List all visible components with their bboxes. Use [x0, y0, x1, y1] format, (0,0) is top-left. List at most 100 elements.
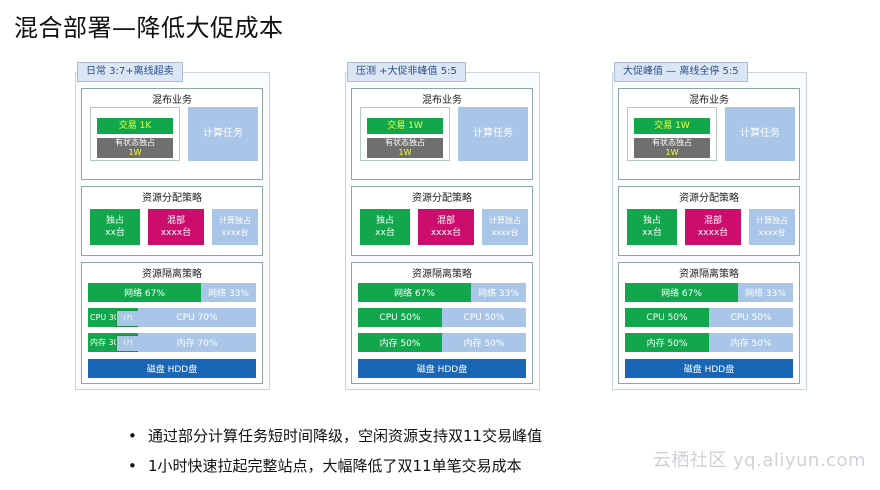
scenario-panel-2: 压测 +大促非峰值 5:5 混布业务 交易 1W 有状态独占 1W 计算任务 资… — [345, 62, 540, 390]
stateful-label: 有状态独占 — [115, 138, 155, 147]
memory-online-segment: 内存 30% (?) — [88, 333, 138, 352]
network-bar: 网络 67% 网络 33% — [625, 283, 793, 302]
mixed-value: xxxx台 — [160, 228, 192, 238]
section-title: 资源分配策略 — [142, 193, 202, 204]
memory-bar: 内存 30% (?) 内存 70% — [88, 333, 256, 352]
disk-segment: 磁盘 HDD盘 — [625, 359, 793, 378]
stateful-box: 有状态独占 1W — [97, 138, 173, 158]
compute-exclusive-value: xxxx台 — [491, 228, 519, 237]
cpu-online-segment: CPU 30% (?) — [88, 308, 138, 327]
network-bar: 网络 67% 网络 33% — [88, 283, 256, 302]
stateful-value: 1W — [665, 148, 679, 157]
compute-task-box: 计算任务 — [458, 107, 528, 161]
network-online-segment: 网络 67% — [88, 283, 201, 302]
section-title: 混布业务 — [689, 95, 729, 106]
memory-elastic-slot: (?) — [116, 335, 138, 352]
exclusive-value: xx台 — [642, 228, 662, 238]
exclusive-value: xx台 — [375, 228, 395, 238]
disk-bar: 磁盘 HDD盘 — [88, 359, 256, 378]
trade-box: 交易 1W — [367, 118, 443, 134]
disk-bar: 磁盘 HDD盘 — [625, 359, 793, 378]
cpu-online-segment: CPU 50% — [358, 308, 442, 327]
scenario-panel-3: 大促峰值 — 离线全停 5:5 混布业务 交易 1W 有状态独占 1W 计算任务… — [612, 62, 807, 390]
mixed-box: 混部 xxxx台 — [148, 209, 204, 245]
trade-label: 交易 1K — [118, 121, 152, 131]
network-online-segment: 网络 67% — [625, 283, 738, 302]
memory-online-label: 内存 50% — [379, 339, 421, 349]
stateful-label: 有状态独占 — [652, 138, 692, 147]
compute-exclusive-value: xxxx台 — [221, 228, 249, 237]
section-title: 资源分配策略 — [679, 193, 739, 204]
mixed-label: 混部 — [436, 216, 455, 226]
online-group: 交易 1W 有状态独占 1W — [627, 107, 717, 161]
watermark: 云栖社区 yq.aliyun.com — [652, 450, 866, 471]
network-offline-segment: 网络 33% — [201, 283, 256, 302]
section-title: 资源分配策略 — [412, 193, 472, 204]
exclusive-box: 独占 xx台 — [360, 209, 410, 245]
scenario-tag: 大促峰值 — 离线全停 5:5 — [614, 62, 748, 82]
isolation-policy-section: 资源隔离策略 网络 67% 网络 33% CPU 50% CPU 50% 内存 … — [351, 262, 533, 384]
memory-online-segment: 内存 50% — [358, 333, 442, 352]
trade-box: 交易 1K — [97, 118, 173, 134]
exclusive-label: 独占 — [105, 216, 124, 226]
memory-bar: 内存 50% 内存 50% — [358, 333, 526, 352]
memory-offline-segment: 内存 50% — [709, 333, 793, 352]
isolation-policy-section: 资源隔离策略 网络 67% 网络 33% CPU 30% (?) CPU 70%… — [81, 262, 263, 384]
online-group: 交易 1W 有状态独占 1W — [360, 107, 450, 161]
cpu-elastic-slot: (?) — [116, 310, 138, 327]
memory-offline-segment: 内存 70% — [138, 333, 256, 352]
scenario-tag: 压测 +大促非峰值 5:5 — [347, 62, 466, 82]
cpu-online-segment: CPU 50% — [625, 308, 709, 327]
cpu-bar: CPU 50% CPU 50% — [358, 308, 526, 327]
stateful-box: 有状态独占 1W — [634, 138, 710, 158]
bullet-text-2: 1小时快速拉起完整站点，大幅降低了双11单笔交易成本 — [148, 457, 522, 475]
trade-label: 交易 1W — [654, 121, 690, 131]
bullet-dot: • — [128, 457, 137, 475]
cpu-online-label: CPU 50% — [646, 312, 688, 323]
exclusive-label: 独占 — [642, 216, 661, 226]
cpu-bar: CPU 30% (?) CPU 70% — [88, 308, 256, 327]
trade-box: 交易 1W — [634, 118, 710, 134]
mix-business-section: 混布业务 交易 1W 有状态独占 1W 计算任务 — [351, 88, 533, 180]
slide-title: 混合部署—降低大促成本 — [14, 14, 284, 42]
exclusive-label: 独占 — [375, 216, 394, 226]
memory-online-label: 内存 30% — [90, 338, 127, 347]
compute-exclusive-box: 计算独占 xxxx台 — [212, 209, 258, 245]
mixed-box: 混部 xxxx台 — [685, 209, 741, 245]
mixed-label: 混部 — [703, 216, 722, 226]
mixed-box: 混部 xxxx台 — [418, 209, 474, 245]
alloc-policy-section: 资源分配策略 独占 xx台 混部 xxxx台 计算独占 xxxx台 — [351, 186, 533, 256]
network-online-segment: 网络 67% — [358, 283, 471, 302]
memory-online-label: 内存 50% — [646, 339, 688, 349]
memory-offline-segment: 内存 50% — [442, 333, 526, 352]
cpu-offline-segment: CPU 70% — [138, 308, 256, 327]
section-title: 资源隔离策略 — [679, 269, 739, 280]
memory-online-segment: 内存 50% — [625, 333, 709, 352]
cpu-online-label: CPU 50% — [379, 312, 421, 323]
bullet-dot: • — [128, 427, 137, 445]
section-title: 资源隔离策略 — [142, 269, 202, 280]
bullet-1: • 通过部分计算任务短时间降级，空闲资源支持双11交易峰值 — [128, 425, 542, 446]
cpu-online-label: CPU 30% — [90, 313, 127, 322]
compute-exclusive-label: 计算独占 — [756, 216, 788, 225]
exclusive-box: 独占 xx台 — [90, 209, 140, 245]
network-offline-segment: 网络 33% — [471, 283, 526, 302]
memory-bar: 内存 50% 内存 50% — [625, 333, 793, 352]
stateful-box: 有状态独占 1W — [367, 138, 443, 158]
network-offline-segment: 网络 33% — [738, 283, 793, 302]
disk-bar: 磁盘 HDD盘 — [358, 359, 526, 378]
exclusive-value: xx台 — [105, 228, 125, 238]
online-group: 交易 1K 有状态独占 1W — [90, 107, 180, 161]
section-title: 混布业务 — [152, 95, 192, 106]
scenario-tag: 日常 3:7+离线超卖 — [77, 62, 183, 82]
mixed-value: xxxx台 — [430, 228, 462, 238]
bullet-2: • 1小时快速拉起完整站点，大幅降低了双11单笔交易成本 — [128, 455, 522, 476]
bullet-text-1: 通过部分计算任务短时间降级，空闲资源支持双11交易峰值 — [148, 427, 543, 445]
mixed-label: 混部 — [166, 216, 185, 226]
trade-label: 交易 1W — [387, 121, 423, 131]
compute-exclusive-label: 计算独占 — [489, 216, 521, 225]
mixed-value: xxxx台 — [697, 228, 729, 238]
mix-business-section: 混布业务 交易 1W 有状态独占 1W 计算任务 — [618, 88, 800, 180]
section-title: 资源隔离策略 — [412, 269, 472, 280]
compute-exclusive-value: xxxx台 — [758, 228, 786, 237]
